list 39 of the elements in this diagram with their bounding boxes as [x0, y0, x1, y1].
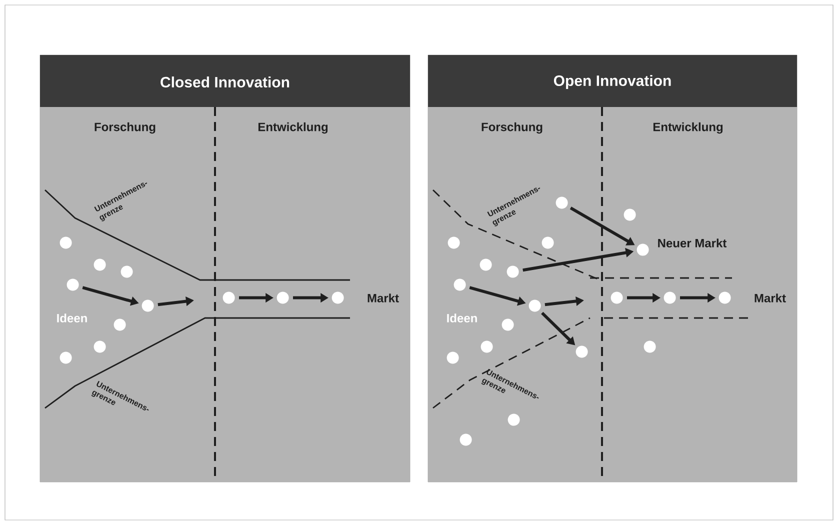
dot [624, 208, 636, 221]
ideas-label: Ideen [447, 314, 477, 322]
dot [718, 292, 731, 304]
market-label: Neuer Markt [658, 238, 726, 248]
dot [542, 236, 554, 249]
market-label: Markt [368, 294, 399, 302]
dot [610, 292, 623, 304]
dot [576, 346, 588, 358]
market-label: Markt [754, 294, 786, 302]
dot [60, 352, 72, 364]
dot [222, 292, 235, 304]
dot [448, 236, 460, 249]
dot [506, 266, 519, 278]
dot [142, 300, 154, 312]
dot [94, 340, 106, 353]
dot [332, 292, 344, 304]
dot [502, 318, 514, 331]
dot [636, 244, 649, 256]
dot [446, 352, 459, 364]
dot [480, 258, 492, 271]
dot [454, 278, 466, 291]
column-heading: Forschung [94, 122, 156, 134]
dot [664, 292, 676, 304]
dot [508, 414, 520, 426]
dot [644, 340, 656, 353]
dot [94, 258, 106, 271]
column-heading: Entwicklung [258, 122, 328, 134]
dot [480, 340, 493, 353]
dot [60, 236, 72, 249]
dot [460, 434, 472, 446]
column-heading: Forschung [482, 122, 542, 134]
dot [114, 318, 126, 331]
ideas-label: Ideen [57, 314, 87, 322]
dot [120, 266, 133, 278]
dot [66, 278, 79, 291]
dot [528, 300, 541, 312]
dot [276, 292, 289, 304]
dot [556, 196, 568, 209]
column-heading: Entwicklung [653, 122, 723, 134]
